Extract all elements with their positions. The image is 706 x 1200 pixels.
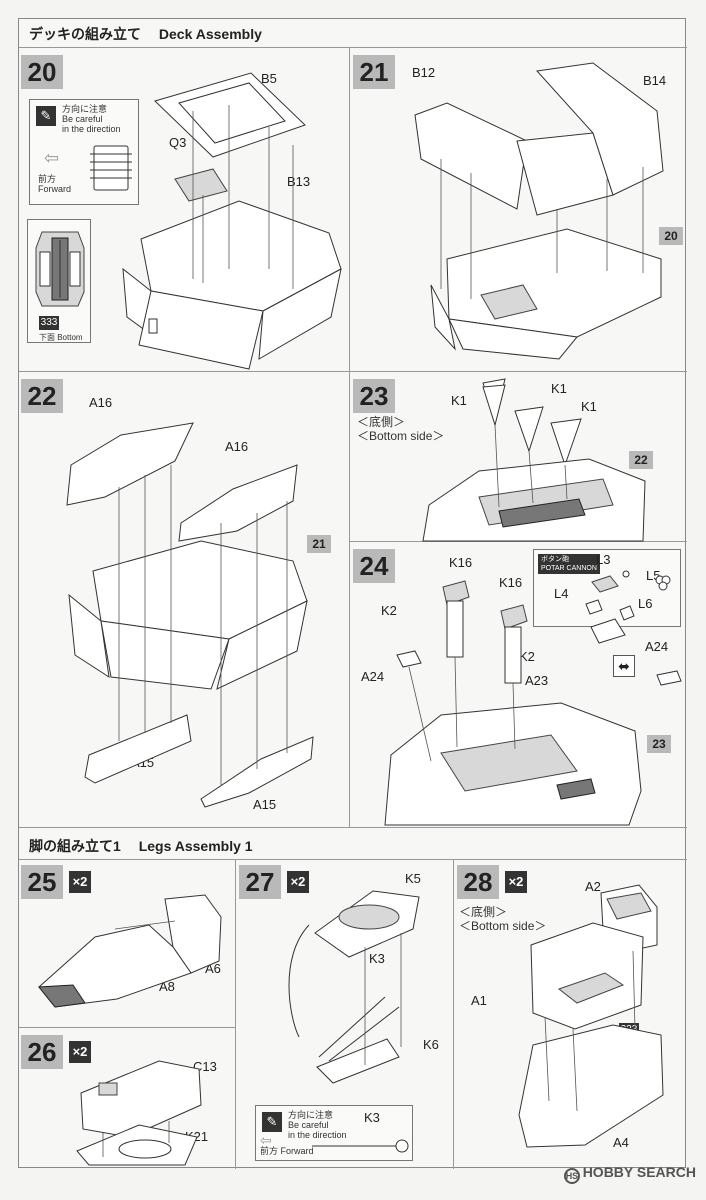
step-number-25: 25: [21, 865, 63, 899]
multiplier-badge: ×2: [505, 871, 527, 893]
part-label-a2: A2: [585, 879, 601, 894]
forward-label: 前方 Forward: [38, 174, 72, 194]
instruction-sheet: デッキの組み立て Deck Assembly 20 B5 Q3 B13 ✎ 方向…: [18, 18, 687, 1169]
caution-text: 方向に注意 Be careful in the direction: [62, 104, 121, 134]
part-label-a16-2: A16: [225, 439, 249, 454]
step-number-27: 27: [239, 865, 281, 899]
part-label-k16-1: K16: [449, 555, 473, 570]
step-20-drawing: [122, 72, 342, 370]
divider: [19, 1027, 235, 1028]
forward-label: 前方 Forward: [260, 1146, 314, 1156]
divider: [19, 47, 687, 48]
bottom-view-box: [27, 219, 91, 343]
section-title-jp: 脚の組み立て1: [29, 838, 121, 854]
hobby-search-logo-icon: HS: [563, 1168, 580, 1184]
section-title-en: Legs Assembly 1: [138, 838, 253, 854]
part-badge-333: 333: [39, 316, 59, 330]
part-label-k3: K3: [369, 951, 385, 966]
arrow-left-icon: ⇦: [260, 1132, 272, 1148]
divider: [19, 859, 687, 860]
divider: [349, 47, 350, 827]
part-label-k1-3: K1: [581, 399, 597, 414]
divider: [19, 371, 687, 372]
arrow-left-icon: ⇦: [44, 148, 60, 168]
part-label-a1: A1: [471, 993, 487, 1008]
part-label-k5: K5: [405, 871, 421, 886]
part-label-a15-2: A15: [253, 797, 277, 812]
part-label-a4: A4: [613, 1135, 629, 1150]
multiplier-badge: ×2: [69, 871, 91, 893]
step-number-26: 26: [21, 1035, 63, 1069]
step-number-23: 23: [353, 379, 395, 413]
part-label-l6: L6: [638, 596, 653, 611]
step-27-drawing: [288, 890, 420, 1084]
step-number-21: 21: [353, 55, 395, 89]
bottom-side-note: ＜底側＞ ＜Bottom side＞: [459, 905, 547, 933]
step-26-drawing: [76, 1060, 202, 1166]
step-number-22: 22: [21, 379, 63, 413]
caution-box: ✎ 方向に注意 Be careful in the direction ⇦ 前方…: [29, 99, 139, 205]
part-label-q3: Q3: [169, 135, 187, 150]
part-label-k1-2: K1: [551, 381, 567, 396]
divider: [453, 859, 454, 1169]
bottom-label: 下面 Bottom: [39, 333, 83, 342]
part-label-b14: B14: [643, 73, 667, 88]
divider: [19, 827, 687, 828]
caution-icon: ✎: [36, 106, 56, 126]
cannon-parts-drawing: [585, 570, 671, 621]
caution-text: 方向に注意 Be careful in the direction: [288, 1110, 347, 1140]
multiplier-badge: ×2: [287, 871, 309, 893]
option-tag: ボタン砲 POTAR CANNON: [538, 554, 600, 574]
bottom-side-note: ＜底側＞ ＜Bottom side＞: [357, 415, 445, 443]
section-header-deck: デッキの組み立て Deck Assembly: [19, 19, 687, 45]
q3-detail-drawing: [90, 145, 132, 191]
section-title-en: Deck Assembly: [158, 26, 262, 42]
caution-icon: ✎: [262, 1112, 282, 1132]
ref-step-21: 21: [307, 535, 331, 553]
part-label-a16-1: A16: [89, 395, 113, 410]
caution-box: ✎ 方向に注意 Be careful in the direction ⇦ 前方…: [255, 1105, 413, 1161]
step-21-drawing: [414, 62, 664, 360]
step-22-drawing: [66, 422, 314, 808]
step-number-28: 28: [457, 865, 499, 899]
part-label-k6: K6: [423, 1037, 439, 1052]
k3-detail-drawing: [312, 1139, 409, 1153]
part-label-a24-2: A24: [645, 639, 669, 654]
step-28-drawing: [518, 884, 664, 1148]
part-label-b12: B12: [412, 65, 436, 80]
step-number-20: 20: [21, 55, 63, 89]
ref-step-22: 22: [629, 451, 653, 469]
divider: [235, 859, 236, 1169]
part-label-k16-2: K16: [499, 575, 523, 590]
part-label-a24-1: A24: [361, 669, 385, 684]
part-label-a23: A23: [525, 673, 549, 688]
direction-arrow-icon: ⬌: [613, 655, 635, 677]
part-label-l4: L4: [554, 586, 569, 601]
part-label-k2-2: K2: [519, 649, 535, 664]
step-25-drawing: [38, 894, 222, 1008]
multiplier-badge: ×2: [69, 1041, 91, 1063]
section-header-legs: 脚の組み立て1 Legs Assembly 1: [19, 831, 687, 857]
ref-step-23: 23: [647, 735, 671, 753]
ref-step-20: 20: [659, 227, 683, 245]
section-title-jp: デッキの組み立て: [29, 26, 141, 42]
part-label-k2-1: K2: [381, 603, 397, 618]
part-label-l3: L3: [596, 552, 611, 567]
part-label-k3-detail: K3: [364, 1110, 380, 1125]
part-label-k1-1: K1: [451, 393, 467, 408]
step-23-drawing: [422, 378, 646, 542]
part-label-b5: B5: [261, 71, 277, 86]
step-number-24: 24: [353, 549, 395, 583]
step-24-drawing: [384, 580, 682, 826]
bottom-view-drawing: [35, 231, 85, 307]
option-cannon-box: ボタン砲 POTAR CANNON L3 L4 L5 L6: [533, 549, 681, 627]
